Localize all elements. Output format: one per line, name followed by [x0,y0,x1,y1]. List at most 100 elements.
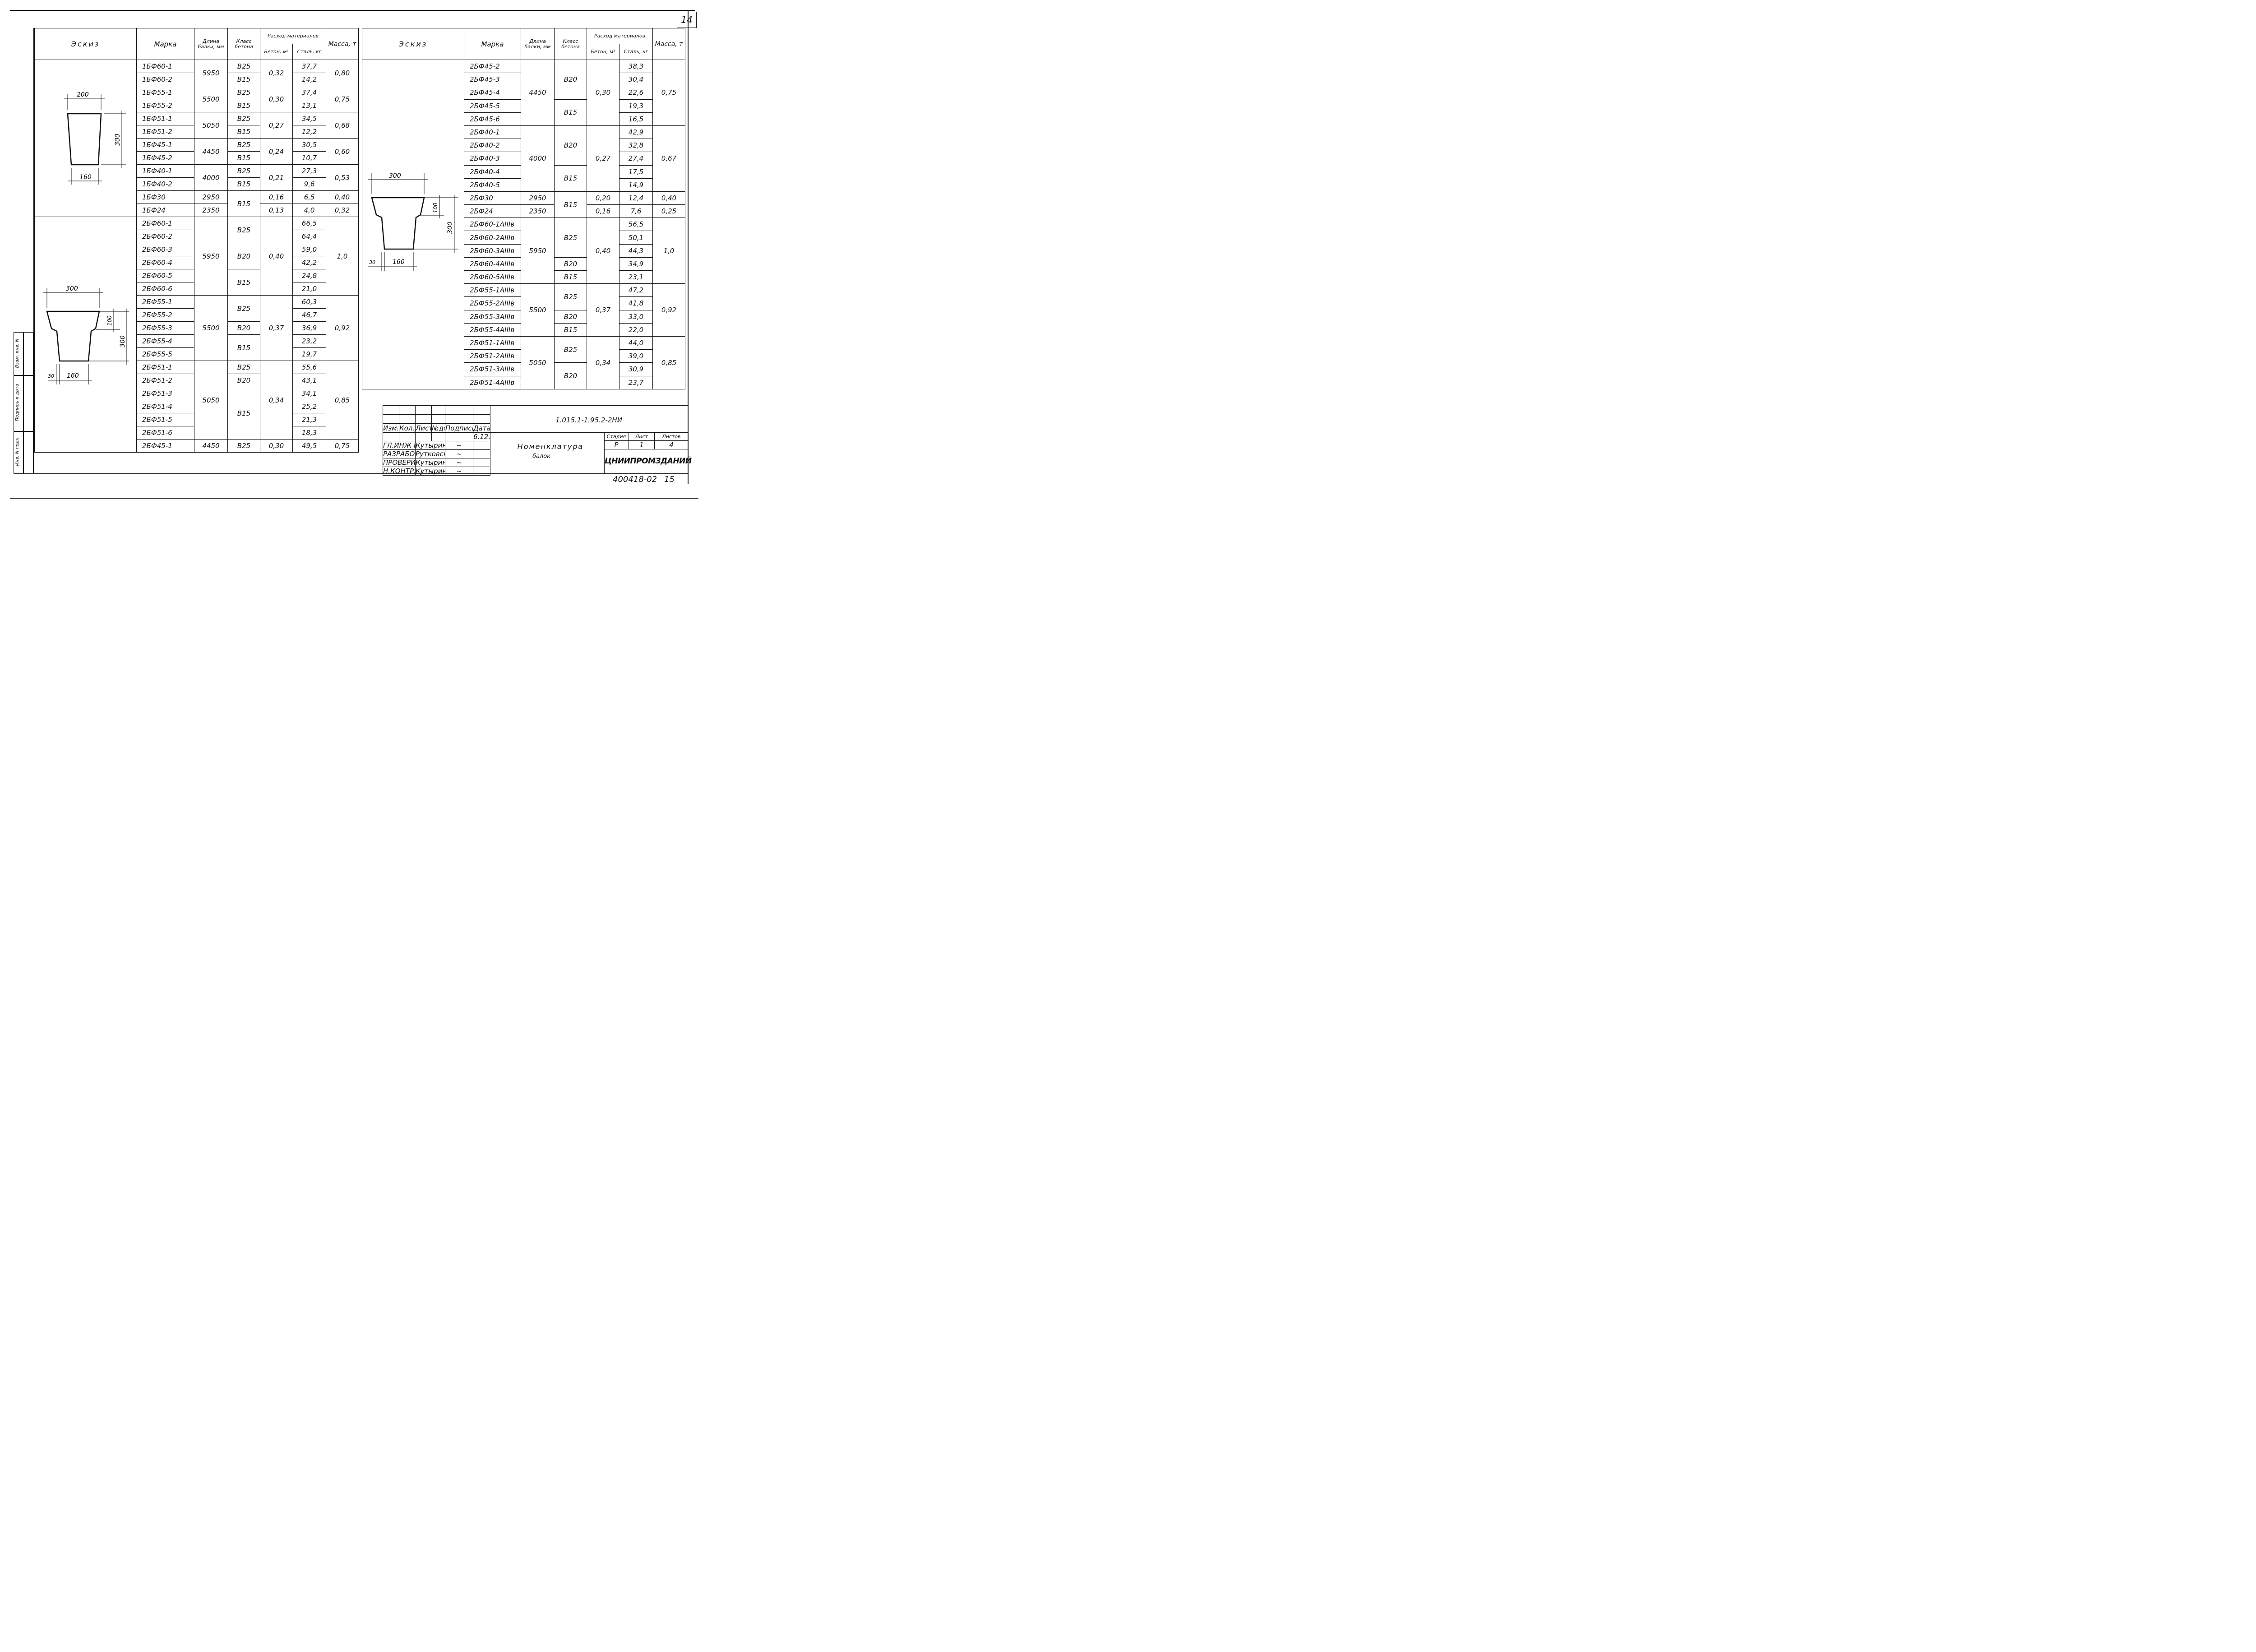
tb-divider-2 [604,432,605,474]
steel-cell: 42,2 [292,256,326,269]
cls-cell: В15 [227,177,260,191]
header-steel: Сталь, кг [619,44,653,60]
tb-col-kol: Кол.уч [399,423,416,433]
steel-cell: 23,2 [292,334,326,348]
cls-cell: В25 [554,217,587,258]
sketch2-top-dim: 300 [66,285,78,292]
conc-cell: 0,30 [587,60,619,126]
mass-cell: 0,67 [652,125,685,192]
sketch-2bf-section-left: 300 100 300 30 160 [43,285,129,384]
mark-cell: 2БФ51-4 [136,400,194,413]
mark-cell: 1БФ60-2 [136,73,194,86]
cls-cell: В20 [227,321,260,335]
mark-cell: 2БФ55-4 [136,334,194,348]
tb-col-sign: Подпись [445,423,473,433]
steel-cell: 49,5 [292,439,326,453]
mark-cell: 2БФ55-3AIIIв [464,310,521,324]
steel-cell: 46,7 [292,308,326,322]
steel-cell: 10,7 [292,151,326,165]
mark-cell: 1БФ60-1 [136,60,194,73]
mark-cell: 2БФ45-2 [464,59,521,74]
mass-cell: 0,75 [326,439,359,453]
cls-cell: В15 [227,190,260,217]
conc-cell: 0,34 [260,361,293,440]
mass-cell: 0,85 [652,336,685,389]
cls-cell: В25 [227,164,260,178]
len-cell: 4000 [521,125,555,192]
side-stamp [14,332,33,474]
cls-cell: В15 [227,73,260,86]
tb-divider-1 [490,432,688,433]
mass-cell: 0,32 [326,204,359,217]
sketch3-top-dim: 300 [389,172,401,180]
header-concrete: Бетон, м³ [260,44,293,60]
mark-cell: 1БФ40-1 [136,164,194,178]
side-stamp-label-3: Инв. N подл [15,437,20,466]
mark-cell: 1БФ40-2 [136,177,194,191]
steel-cell: 39,0 [619,349,653,363]
tb-col-date: Дата [473,423,490,433]
len-cell: 5050 [194,112,228,139]
steel-cell: 19,7 [292,347,326,361]
len-cell: 5950 [194,217,228,296]
len-cell: 2950 [521,191,555,205]
mark-cell: 2БФ45-5 [464,99,521,113]
sketch1-top-dim: 200 [77,91,89,98]
len-cell: 5500 [194,86,228,112]
mass-cell: 0,40 [326,190,359,204]
steel-cell: 4,0 [292,204,326,217]
cls-cell: В15 [554,270,587,284]
cls-cell: В15 [554,99,587,126]
steel-cell: 21,3 [292,413,326,426]
tb-sign-4: ~ [445,467,473,476]
header-concrete-class: Класс бетона [227,28,260,60]
sketch1-height-dim: 300 [114,134,121,146]
len-cell: 5500 [521,283,555,337]
cls-cell: В20 [554,310,587,324]
mark-cell: 2БФ45-6 [464,112,521,126]
mark-cell: 1БФ51-1 [136,112,194,125]
steel-cell: 64,4 [292,230,326,243]
cls-cell: В20 [227,243,260,269]
cls-cell: В25 [554,336,587,363]
mark-cell: 2БФ55-1 [136,295,194,309]
mark-cell: 2БФ51-1AIIIв [464,336,521,350]
cls-cell: В15 [554,165,587,192]
sheets-label: Листов [654,432,689,441]
steel-cell: 55,6 [292,361,326,374]
mass-cell: 0,40 [652,191,685,205]
mark-cell: 2БФ60-2AIIIв [464,231,521,245]
frame-bottom-line [10,498,698,499]
conc-cell: 0,27 [260,112,293,139]
cls-cell: В25 [227,295,260,322]
header-mass: Масса, т [326,28,359,60]
sketch3-offset-dim: 30 [369,259,375,265]
tb-role-4: Н.КОНТР. [383,467,416,476]
steel-cell: 32,8 [619,139,653,153]
len-cell: 5500 [194,295,228,361]
steel-cell: 37,4 [292,86,326,99]
mark-cell: 2БФ55-1AIIIв [464,283,521,297]
conc-cell: 0,40 [260,217,293,296]
steel-cell: 23,1 [619,270,653,284]
frame-left-line [33,28,34,474]
mark-cell: 2БФ51-1 [136,361,194,374]
tb-name-4: Кутырина [415,467,445,476]
sheet-number: 14 [681,14,693,25]
steel-cell: 41,8 [619,296,653,310]
len-cell: 5950 [521,217,555,284]
conc-cell: 0,37 [587,283,619,337]
mass-cell: 1,0 [326,217,359,296]
cls-cell: В25 [227,439,260,453]
mark-cell: 2БФ51-2 [136,374,194,387]
doc-title-line2: балок [532,453,551,460]
doc-title-line1: Номенклатура [517,442,584,451]
sketch-1bf-section: 200 160 300 [64,91,126,185]
conc-cell: 0,40 [587,217,619,284]
mark-cell: 1БФ55-1 [136,86,194,99]
mark-cell: 2БФ60-5AIIIв [464,270,521,284]
steel-cell: 36,9 [292,321,326,335]
mass-cell: 0,53 [326,164,359,191]
len-cell: 5950 [194,60,228,86]
steel-cell: 12,2 [292,125,326,139]
